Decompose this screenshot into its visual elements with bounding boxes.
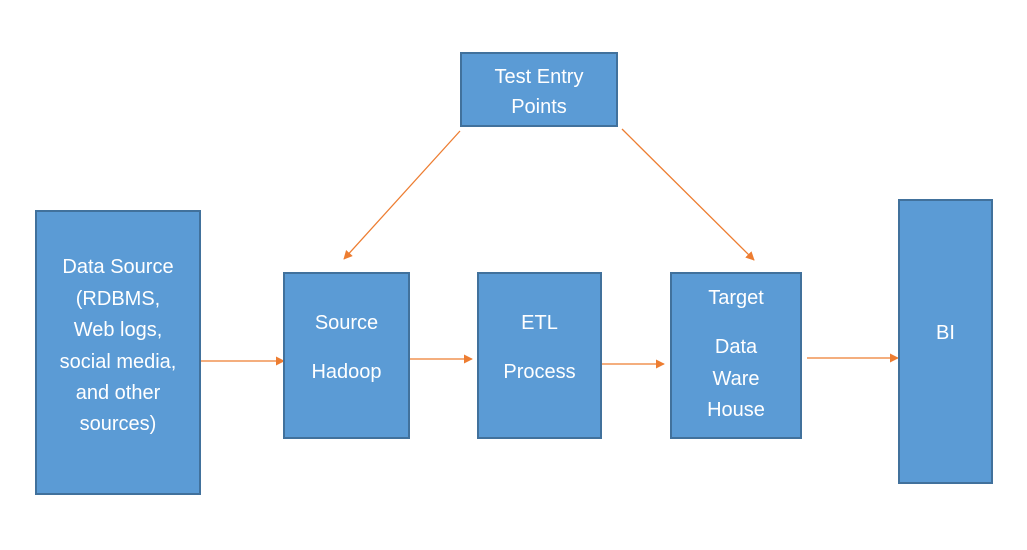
arrow-test-entry-to-source-hadoop <box>343 130 461 260</box>
data-source-label-line-4: social media, <box>59 351 177 373</box>
etl-process-label-line-2: Process <box>503 361 576 383</box>
data-source-box: Data Source (RDBMS, Web logs, social med… <box>35 210 201 495</box>
target-data-warehouse-box: Target Data Ware House <box>670 272 802 439</box>
test-entry-points-box: Test Entry Points <box>460 52 618 127</box>
bi-box: BI <box>898 199 993 484</box>
bi-label: BI <box>936 322 955 344</box>
source-hadoop-label-line-2: Hadoop <box>311 361 382 383</box>
etl-process-label-line-1: ETL <box>521 312 558 334</box>
data-source-label-line-2: (RDBMS, <box>75 288 161 310</box>
data-source-label-line-5: and other <box>75 382 161 404</box>
data-source-label-line-6: sources) <box>79 413 157 435</box>
target-label-line-3: Ware <box>712 368 760 390</box>
source-hadoop-label-line-1: Source <box>314 312 379 334</box>
data-source-label-line-1: Data Source <box>62 256 174 278</box>
data-source-label-line-3: Web logs, <box>73 319 163 341</box>
test-entry-points-label-line-2: Points <box>511 96 567 118</box>
target-label-line-4: House <box>707 399 765 421</box>
source-hadoop-box: Source Hadoop <box>283 272 410 439</box>
etl-process-box: ETL Process <box>477 272 602 439</box>
test-entry-points-label-line-1: Test Entry <box>494 66 584 88</box>
target-label-line-2: Data <box>714 336 758 358</box>
target-label-line-1: Target <box>708 287 764 309</box>
arrow-test-entry-to-target <box>621 128 755 261</box>
